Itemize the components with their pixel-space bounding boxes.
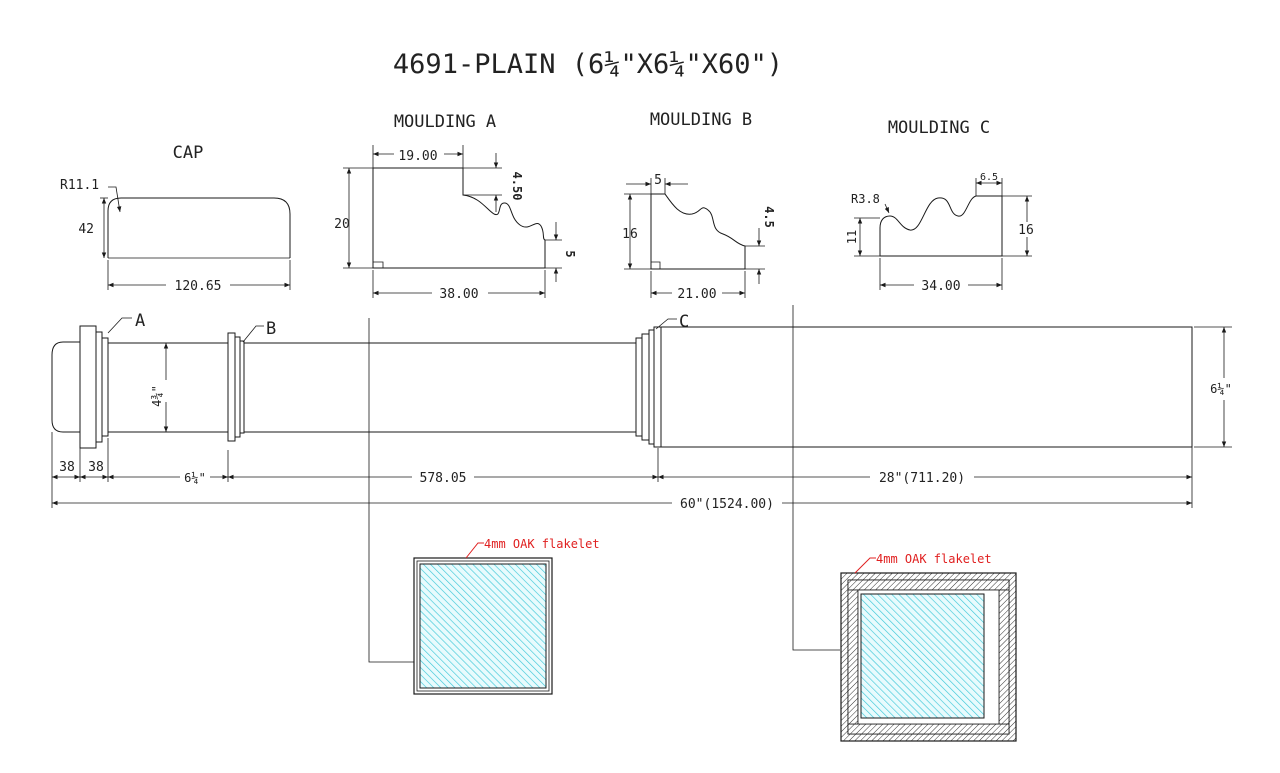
moulding-b-outline	[650, 193, 746, 270]
block-size-dim: 6¼"	[1210, 382, 1232, 396]
moulding-c-radius-label: R3.8	[851, 192, 880, 206]
dim-38-left: 38	[59, 460, 75, 475]
cap-radius-label: R11.1	[60, 178, 99, 193]
cap-label: CAP	[173, 143, 204, 163]
moulding-a-outline	[372, 167, 546, 269]
cap-outline	[107, 197, 291, 258]
elevation-block	[660, 326, 1193, 448]
dim-total: 60"(1524.00)	[680, 497, 774, 512]
moulding-a-top-dim: 19.00	[398, 149, 437, 164]
elevation-cap	[51, 341, 80, 433]
shaft-diameter-dim: 4¾"	[150, 385, 164, 407]
moulding-c-outline	[879, 195, 1003, 257]
moulding-a-label: MOULDING A	[394, 112, 496, 132]
section-left-label: 4mm OAK flakelet	[484, 537, 600, 551]
dim-28-inch: 28"(711.20)	[879, 471, 965, 486]
moulding-a-profile: MOULDING A 19.00 4.50 20 5 38.00	[334, 112, 577, 302]
moulding-c-label: MOULDING C	[888, 118, 990, 138]
moulding-b-height-dim: 16	[622, 227, 638, 242]
cap-height-dim: 42	[78, 222, 94, 237]
section-leader-right	[792, 305, 840, 651]
moulding-c-top-dim: 6.5	[980, 172, 998, 183]
callout-b: B	[266, 319, 276, 339]
moulding-a-tail-dim: 5	[563, 250, 577, 257]
section-left: 4mm OAK flakelet	[413, 537, 600, 695]
cap-profile: CAP R11.1 42 120.65	[60, 143, 291, 294]
dim-578: 578.05	[420, 471, 467, 486]
cap-width-dim: 120.65	[175, 279, 222, 294]
moulding-b-step-dim: 4.5	[762, 206, 776, 228]
callout-c: C	[679, 312, 689, 332]
moulding-a-height-dim: 20	[334, 217, 350, 232]
dim-38-right: 38	[88, 460, 104, 475]
moulding-b-width-dim: 21.00	[677, 287, 716, 302]
section-right-label: 4mm OAK flakelet	[876, 552, 992, 566]
moulding-a-width-dim: 38.00	[439, 287, 478, 302]
section-right: 4mm OAK flakelet	[840, 552, 1017, 742]
moulding-b-label: MOULDING B	[650, 110, 752, 130]
moulding-b-profile: MOULDING B 5 16 4.5 21.00	[622, 110, 776, 302]
moulding-c-profile: MOULDING C R3.8 6.5 11 16 34.00	[845, 118, 1037, 294]
drawing-title: 4691-PLAIN (6¼"X6¼"X60")	[393, 49, 783, 80]
moulding-c-width-dim: 34.00	[921, 279, 960, 294]
section-leader-left	[368, 318, 414, 663]
moulding-b-top-dim: 5	[654, 173, 662, 188]
moulding-c-left-dim: 11	[845, 230, 859, 244]
column-elevation: A B C 4¾" 6¼" 38 38 6¼" 578.05 28"	[51, 311, 1234, 512]
moulding-a-step-dim: 4.50	[510, 172, 524, 201]
dim-six-quarter: 6¼"	[184, 471, 206, 485]
callout-a: A	[135, 311, 145, 331]
moulding-c-height-dim: 16	[1018, 223, 1034, 238]
